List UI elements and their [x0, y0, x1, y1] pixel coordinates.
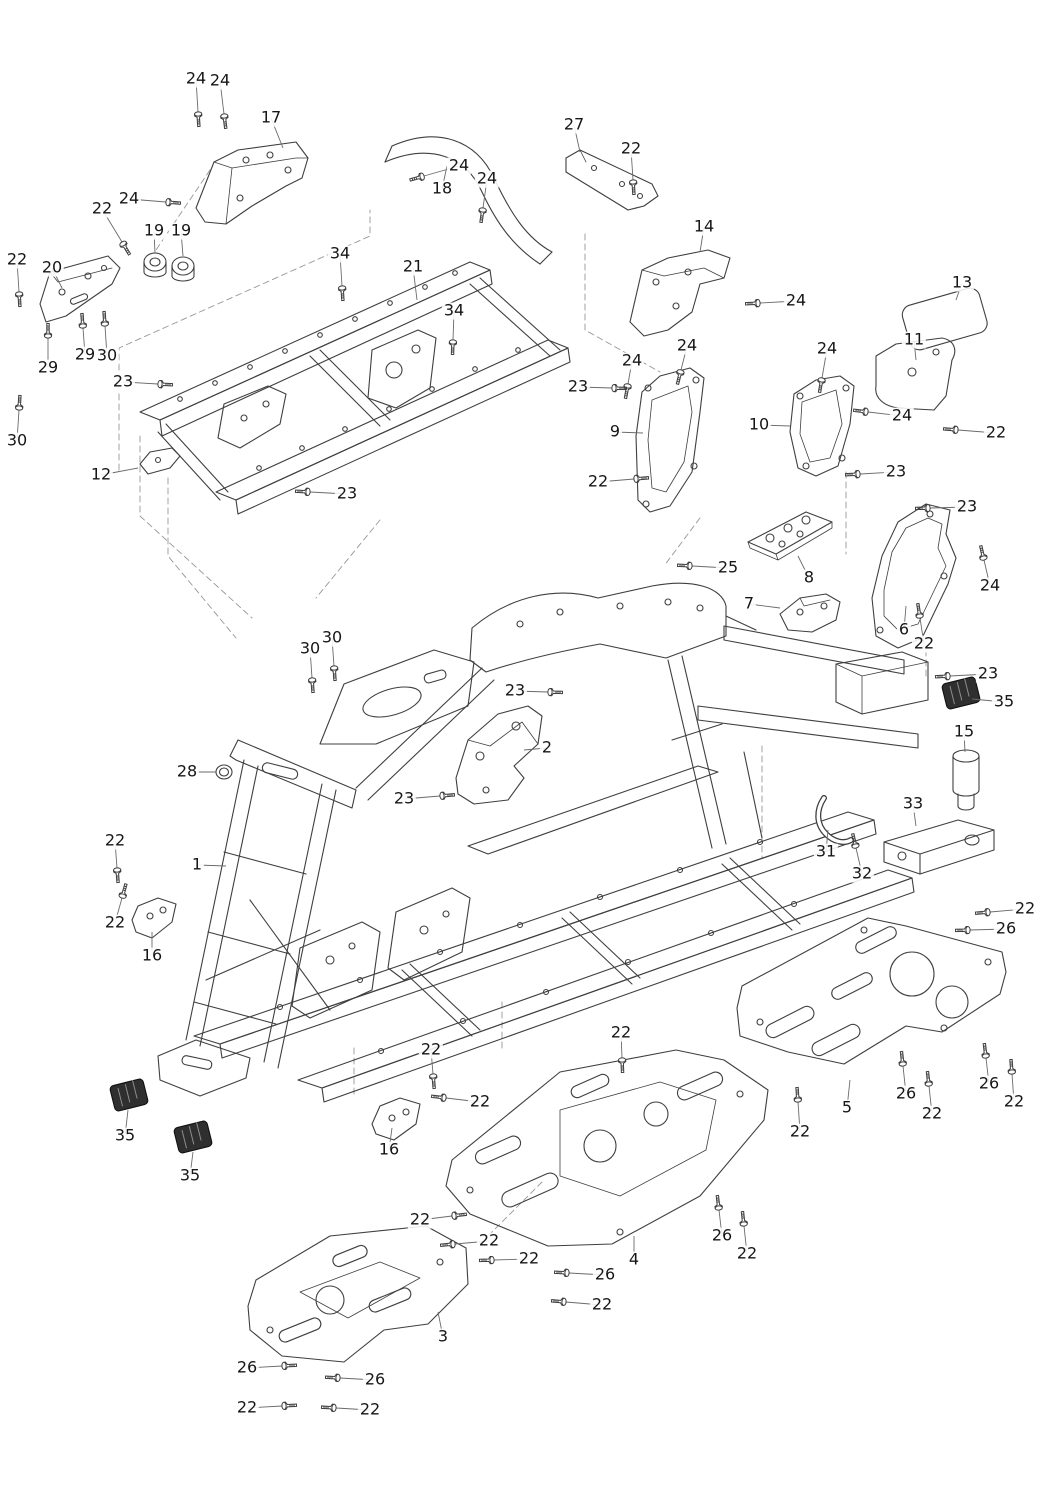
part-10-plate — [789, 375, 855, 477]
part-15-canister — [952, 749, 980, 811]
part-1-main-frame — [157, 582, 929, 1103]
part-5-skid-plate — [736, 917, 1007, 1065]
part-4-skid-plate — [445, 1049, 769, 1247]
part-35-relay-rear — [941, 676, 981, 710]
part-3-skid-plate — [247, 1225, 469, 1363]
part-16-bracket-lower — [371, 1097, 421, 1141]
part-17-bracket — [195, 141, 309, 225]
part-7-bracket — [779, 593, 841, 633]
part-19-mounts — [143, 252, 195, 282]
part-11-bracket — [875, 337, 956, 417]
part-12-bracket — [139, 447, 181, 475]
part-8-plate — [747, 511, 833, 561]
part-16-bracket-front — [131, 897, 177, 939]
part-21-upper-subframe — [139, 261, 571, 515]
part-18-tube — [384, 136, 553, 265]
part-20-bracket — [39, 255, 121, 323]
part-35-relay-front-b — [173, 1120, 213, 1154]
part-13-plate — [901, 287, 988, 351]
part-2-bracket — [455, 705, 543, 805]
part-33-hitch — [883, 819, 995, 875]
part-28-ring — [215, 764, 233, 780]
part-6-bracket — [871, 503, 957, 649]
construction-guides — [118, 169, 927, 1239]
part-27-bracket — [565, 149, 659, 211]
part-35-relay-front-a — [109, 1078, 149, 1112]
part-14-bracket — [629, 249, 731, 337]
part-9-plate — [635, 367, 705, 513]
